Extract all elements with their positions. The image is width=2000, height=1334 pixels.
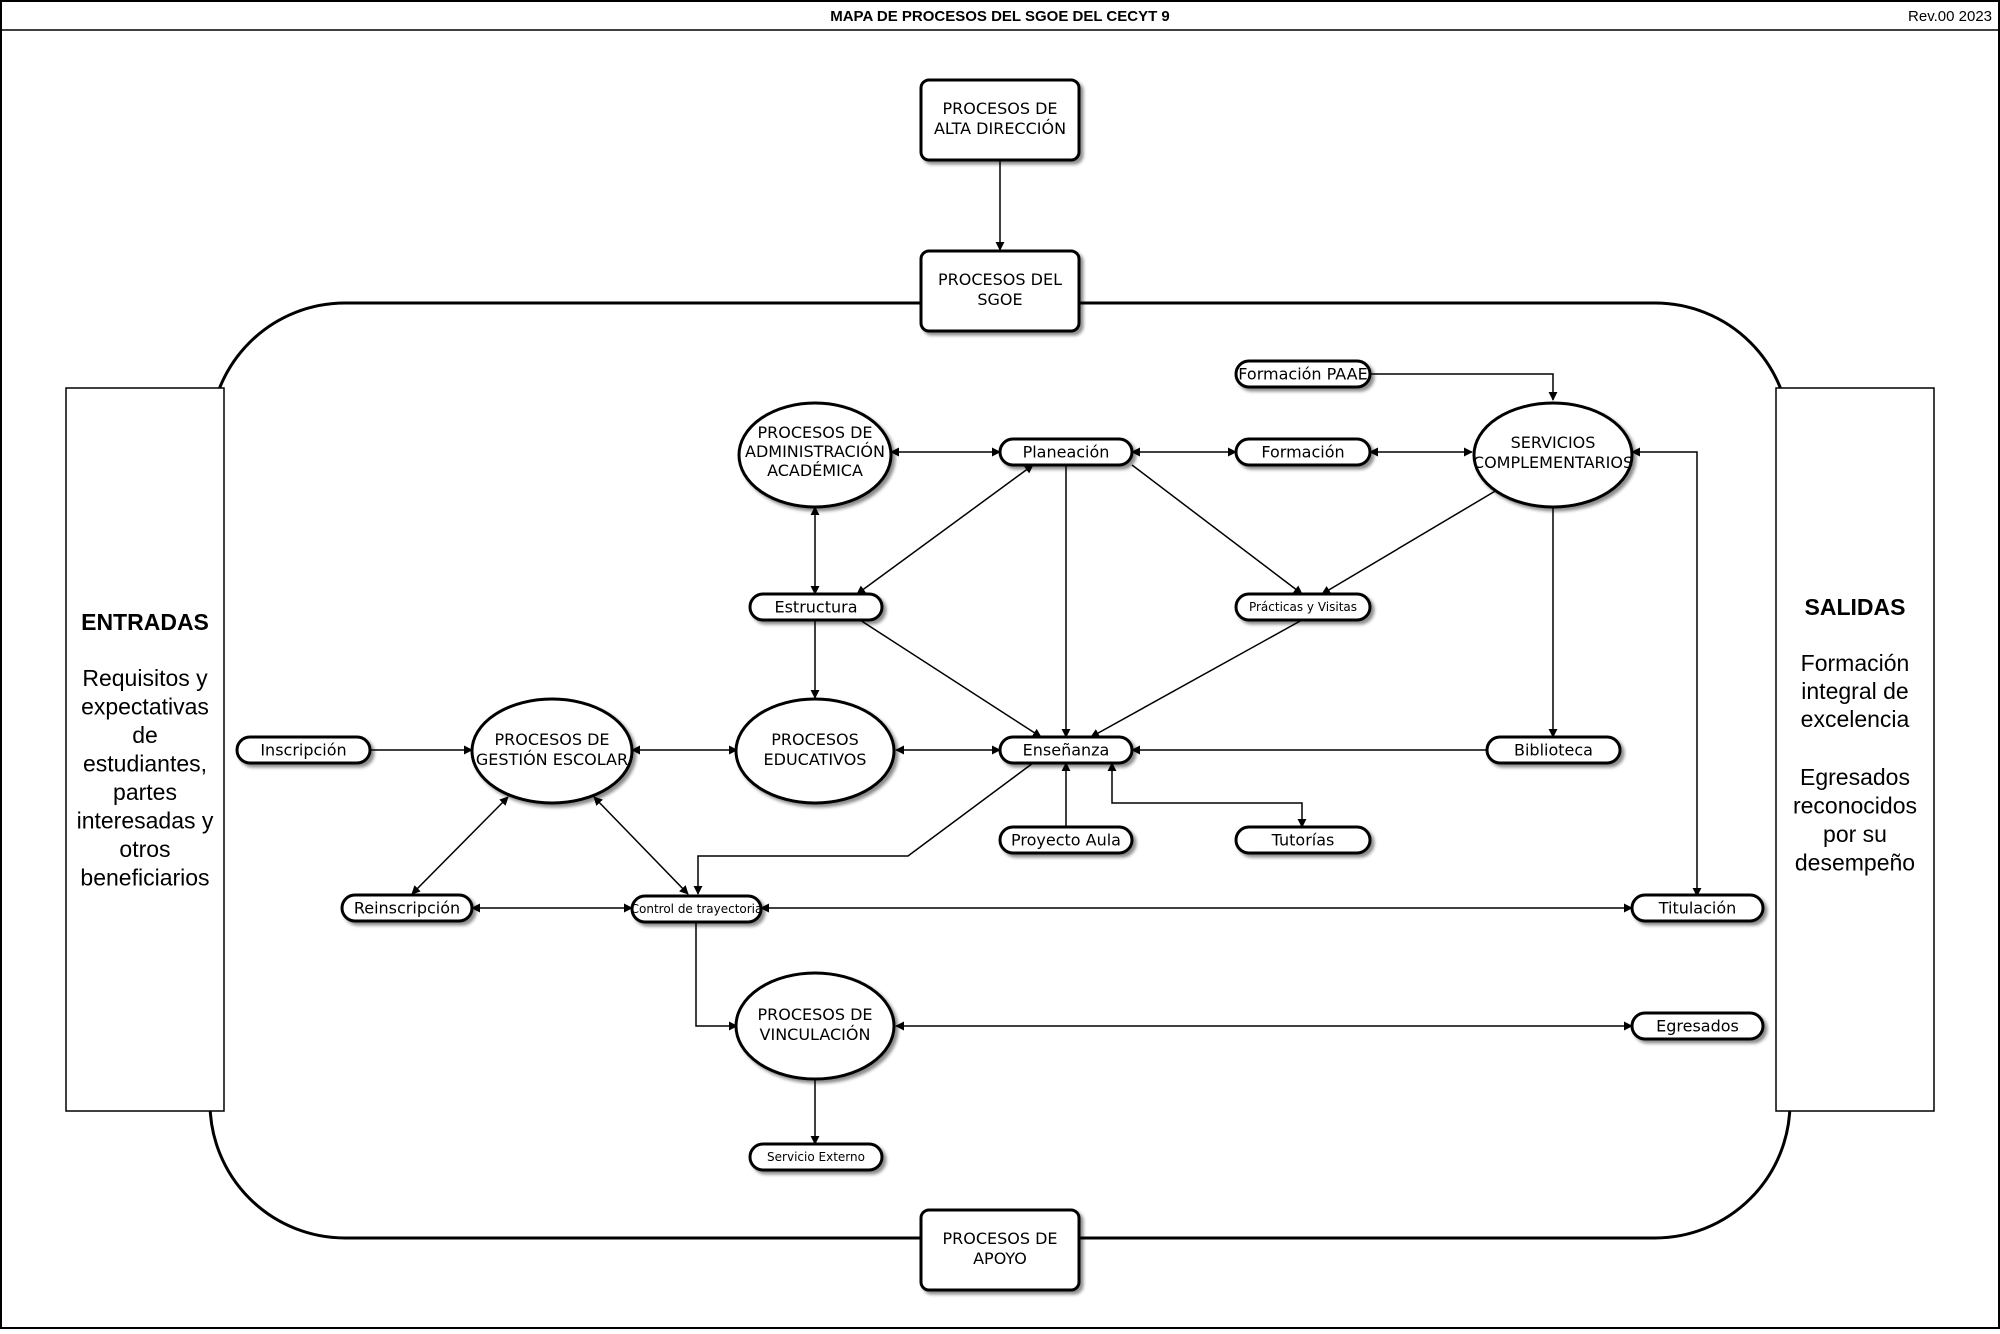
- pill-planeacion-label: Planeación: [1023, 443, 1110, 462]
- entradas-title: ENTRADAS: [81, 609, 209, 635]
- pill-formacion-label: Formación: [1261, 443, 1344, 462]
- admin-academica-line3: ACADÉMICA: [767, 461, 863, 480]
- entradas-line: beneficiarios: [80, 865, 209, 891]
- gestion-escolar-line1: PROCESOS DE: [494, 730, 609, 749]
- box-sgoe-line1: PROCESOS DEL: [938, 270, 1062, 289]
- entradas-line: de: [132, 722, 158, 748]
- entradas-line: otros: [119, 836, 170, 862]
- educativos-line2: EDUCATIVOS: [764, 750, 867, 769]
- pill-ensenanza-label: Enseñanza: [1023, 741, 1110, 760]
- vinculacion-line1: PROCESOS DE: [757, 1005, 872, 1024]
- pill-ensenanza: Enseñanza: [998, 735, 1134, 765]
- entradas-line: Requisitos y: [82, 665, 208, 691]
- connector-ensenanza-control: [693, 762, 1034, 895]
- servicios-line2: COMPLEMENTARIOS: [1473, 453, 1633, 472]
- connector-practicas-ensenanza: [1090, 619, 1303, 738]
- box-alta-direccion-line2: ALTA DIRECCIÓN: [934, 119, 1066, 138]
- box-apoyo-line1: PROCESOS DE: [942, 1229, 1057, 1248]
- pill-egresados: Egresados: [1630, 1011, 1765, 1041]
- box-sgoe-line2: SGOE: [977, 290, 1022, 309]
- pill-inscripcion-label: Inscripción: [260, 741, 346, 760]
- entradas-line: expectativas: [81, 694, 209, 720]
- pill-formacion-paae-label: Formación PAAE: [1238, 365, 1367, 384]
- connector-control-vinculacion: [695, 921, 738, 1031]
- connector-servicios-practicas: [1321, 489, 1498, 595]
- entradas-line: interesadas y: [77, 808, 214, 834]
- pill-tutorias: Tutorías: [1234, 825, 1372, 855]
- connectors: [370, 160, 1702, 1145]
- box-sgoe: PROCESOS DEL SGOE: [919, 249, 1081, 333]
- box-alta-direccion-line1: PROCESOS DE: [942, 99, 1057, 118]
- ellipse-vinculacion: PROCESOS DE VINCULACIÓN: [734, 971, 896, 1081]
- pill-estructura-label: Estructura: [774, 598, 857, 617]
- pill-reinscripcion: Reinscripción: [340, 893, 474, 923]
- pill-planeacion: Planeación: [998, 437, 1134, 467]
- pill-tutorias-label: Tutorías: [1271, 831, 1335, 850]
- entradas-line: partes: [113, 779, 177, 805]
- salidas-line: reconocidos: [1793, 793, 1917, 819]
- pill-titulacion-label: Titulación: [1658, 899, 1737, 918]
- salidas-line: integral de: [1801, 678, 1908, 704]
- box-apoyo-line2: APOYO: [973, 1249, 1027, 1268]
- connector-gestion-reinscripcion: [411, 796, 509, 895]
- connector-paae-servicios: [1370, 373, 1558, 401]
- connector-estructura-planeacion: [856, 464, 1034, 595]
- ellipse-gestion-escolar: PROCESOS DE GESTIÓN ESCOLAR: [470, 697, 634, 805]
- vinculacion-line2: VINCULACIÓN: [760, 1025, 871, 1044]
- salidas-title: SALIDAS: [1805, 594, 1906, 620]
- pill-formacion: Formación: [1234, 437, 1372, 467]
- pill-biblioteca-label: Biblioteca: [1514, 741, 1593, 760]
- pill-inscripcion: Inscripción: [235, 735, 372, 765]
- pill-biblioteca: Biblioteca: [1485, 735, 1622, 765]
- pill-proyecto-aula: Proyecto Aula: [998, 825, 1134, 855]
- pill-estructura: Estructura: [748, 592, 884, 622]
- connector-tutorias-ensenanza: [1107, 762, 1307, 828]
- educativos-line1: PROCESOS: [771, 730, 859, 749]
- ellipse-educativos: PROCESOS EDUCATIVOS: [734, 697, 896, 805]
- salidas-line: desempeño: [1795, 850, 1915, 876]
- pill-proyecto-aula-label: Proyecto Aula: [1011, 831, 1121, 850]
- salidas-line: Egresados: [1800, 764, 1910, 790]
- ellipse-servicios-complementarios: SERVICIOS COMPLEMENTARIOS: [1472, 401, 1634, 509]
- admin-academica-line1: PROCESOS DE: [757, 423, 872, 442]
- admin-academica-line2: ADMINISTRACIÓN: [745, 442, 885, 461]
- pill-formacion-paae: Formación PAAE: [1234, 359, 1372, 389]
- gestion-escolar-line2: GESTIÓN ESCOLAR: [476, 750, 628, 769]
- salidas-line: Formación: [1801, 650, 1910, 676]
- pill-control-trayectoria: Control de trayectoria: [630, 894, 763, 924]
- salidas-panel: [1775, 387, 1935, 1112]
- pill-nodes: Formación PAAE Planeación FormaciónEstruct…: [235, 359, 1765, 1172]
- box-alta-direccion: PROCESOS DE ALTA DIRECCIÓN: [919, 78, 1081, 162]
- pill-servicio-externo: Servicio Externo: [748, 1142, 884, 1172]
- pill-titulacion: Titulación: [1630, 893, 1765, 923]
- entradas-panel: [65, 387, 225, 1112]
- connector-estructura-ensenanza: [859, 619, 1042, 738]
- salidas-line: por su: [1823, 821, 1887, 847]
- servicios-line1: SERVICIOS: [1511, 433, 1596, 452]
- salidas-line: excelencia: [1801, 706, 1910, 732]
- connector-gestion-control: [593, 796, 689, 895]
- pill-control-trayectoria-label: Control de trayectoria: [631, 902, 763, 916]
- pill-egresados-label: Egresados: [1656, 1017, 1739, 1036]
- connector-planeacion-practicas: [1131, 464, 1303, 595]
- connector-servicios-titulacion: [1631, 447, 1702, 897]
- box-apoyo: PROCESOS DE APOYO: [919, 1208, 1081, 1292]
- header-revision: Rev.00 2023: [1908, 8, 1992, 25]
- header-title: MAPA DE PROCESOS DEL SGOE DEL CECYT 9: [830, 8, 1170, 25]
- entradas-line: estudiantes,: [83, 751, 207, 777]
- ellipse-admin-academica: PROCESOS DE ADMINISTRACIÓN ACADÉMICA: [737, 401, 893, 509]
- pill-servicio-externo-label: Servicio Externo: [767, 1150, 865, 1164]
- pill-practicas-label: Prácticas y Visitas: [1249, 600, 1357, 614]
- pill-practicas: Prácticas y Visitas: [1234, 592, 1372, 622]
- pill-reinscripcion-label: Reinscripción: [354, 899, 460, 918]
